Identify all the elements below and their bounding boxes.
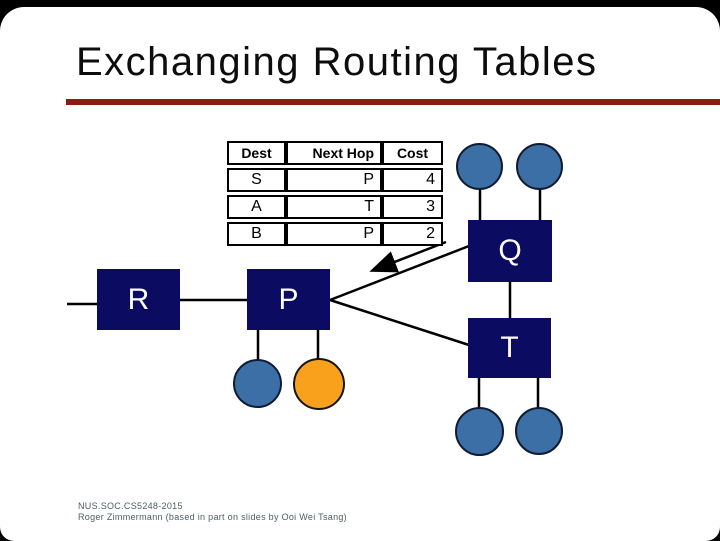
cell-dest: A (227, 195, 286, 219)
title-underline (66, 99, 720, 105)
table-row: S P 4 (227, 168, 443, 192)
cell-nexthop: T (286, 195, 382, 219)
host-circle-orange (293, 358, 345, 410)
router-box-r: R (97, 269, 180, 330)
page-title: Exchanging Routing Tables (76, 40, 598, 84)
cell-nexthop: P (286, 222, 382, 246)
footer-course-line: NUS.SOC.CS5248-2015 (78, 501, 183, 511)
router-box-t: T (468, 318, 551, 378)
host-circle-blue (456, 143, 503, 190)
cell-dest: B (227, 222, 286, 246)
router-label-r: R (127, 282, 150, 316)
cell-cost: 2 (382, 222, 443, 246)
router-label-p: P (278, 282, 299, 316)
routing-table: Dest Next Hop Cost S P 4 A T 3 B P 2 (227, 138, 443, 249)
footer-credit-line: Roger Zimmermann (based in part on slide… (78, 511, 347, 522)
host-circle-blue (515, 407, 563, 455)
slide-footer: NUS.SOC.CS5248-2015 Roger Zimmermann (ba… (78, 501, 347, 522)
router-box-q: Q (468, 220, 552, 282)
router-box-p: P (247, 269, 330, 330)
table-row: B P 2 (227, 222, 443, 246)
routing-table-header-dest: Dest (227, 141, 286, 165)
cell-cost: 4 (382, 168, 443, 192)
router-label-q: Q (498, 234, 522, 267)
cell-dest: S (227, 168, 286, 192)
router-label-t: T (500, 331, 519, 364)
host-circle-blue (233, 359, 282, 408)
routing-table-header-cost: Cost (382, 141, 443, 165)
routing-table-header-row: Dest Next Hop Cost (227, 141, 443, 165)
cell-cost: 3 (382, 195, 443, 219)
cell-nexthop: P (286, 168, 382, 192)
host-circle-blue (455, 407, 504, 456)
routing-table-header-nexthop: Next Hop (286, 141, 382, 165)
table-row: A T 3 (227, 195, 443, 219)
host-circle-blue (516, 143, 563, 190)
